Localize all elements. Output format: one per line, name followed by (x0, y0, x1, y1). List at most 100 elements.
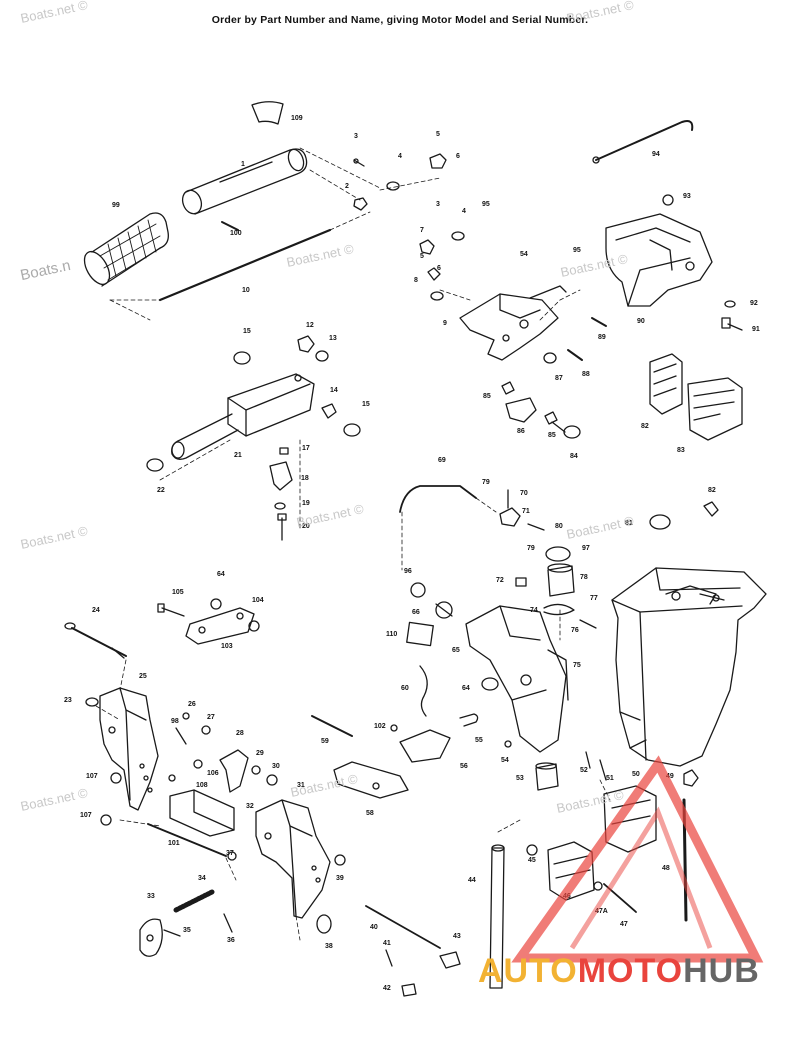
callout-87: 87 (555, 375, 563, 382)
ring-102-part (390, 724, 398, 732)
bracket-9-part (459, 285, 567, 361)
callout-102: 102 (374, 723, 386, 730)
callout-12: 12 (306, 322, 314, 329)
callout-82: 82 (708, 487, 716, 494)
pad-33-part (139, 918, 163, 957)
disc-84-part (551, 421, 581, 439)
nut-49-part (683, 769, 699, 787)
callout-32: 32 (246, 803, 254, 810)
callout-45: 45 (528, 857, 536, 864)
pin-89-part (591, 317, 607, 327)
washer-64b-part (481, 677, 499, 691)
callout-2: 2 (345, 183, 349, 190)
pin-100-part (221, 221, 239, 231)
ring-22-part (146, 458, 164, 472)
callout-36: 36 (227, 937, 235, 944)
callout-33: 33 (147, 893, 155, 900)
callout-50: 50 (632, 771, 640, 778)
callout-56: 56 (460, 763, 468, 770)
washer-15b-part (343, 423, 361, 437)
callout-35: 35 (183, 927, 191, 934)
callout-91: 91 (752, 326, 760, 333)
callout-82: 82 (641, 423, 649, 430)
callout-4: 4 (462, 208, 466, 215)
callout-98: 98 (171, 718, 179, 725)
callout-104: 104 (252, 597, 264, 604)
callout-13: 13 (329, 335, 337, 342)
callout-4: 4 (398, 153, 402, 160)
washer-4-part (386, 181, 400, 191)
callout-22: 22 (157, 487, 165, 494)
nut-2-part (353, 197, 368, 211)
washer-19-part (274, 502, 286, 510)
nut-107b-part (100, 814, 112, 826)
callout-7: 7 (420, 227, 424, 234)
washer-29-part (251, 765, 261, 775)
ring-81-part (649, 514, 671, 530)
throttle-shaft-part (158, 228, 332, 302)
tube-44-part (489, 844, 505, 989)
callout-3: 3 (354, 133, 358, 140)
nut-30-part (266, 774, 278, 786)
bolt-91-part (721, 317, 743, 331)
bolt-20-part (277, 513, 287, 541)
nut-107-part (110, 772, 122, 784)
nut-106-part (193, 759, 203, 769)
nut-85-part (501, 381, 515, 395)
washer-96-part (410, 582, 426, 598)
washer-26-part (182, 712, 190, 720)
clamp-86-part (505, 397, 537, 423)
callout-55: 55 (475, 737, 483, 744)
page-header: Order by Part Number and Name, giving Mo… (211, 14, 589, 26)
callout-3: 3 (436, 201, 440, 208)
clip-74-part (543, 603, 575, 616)
sleeve-78-part (547, 563, 575, 597)
callout-83: 83 (677, 447, 685, 454)
link-58-part (333, 761, 409, 799)
callout-79: 79 (527, 545, 535, 552)
clip-42-part (401, 983, 417, 997)
bushing-87-part (543, 352, 557, 364)
callout-40: 40 (370, 924, 378, 931)
callout-65: 65 (452, 647, 460, 654)
callout-84: 84 (570, 453, 578, 460)
swivel-bracket-90-part (605, 213, 713, 307)
callout-54: 54 (520, 251, 528, 258)
washer-27-part (201, 725, 211, 735)
steering-handle-tube-part (181, 148, 308, 215)
nut-92-part (724, 300, 736, 308)
washer-72-part (515, 577, 527, 587)
callout-58: 58 (366, 810, 374, 817)
callout-9: 9 (443, 320, 447, 327)
shift-rod-69-part (399, 485, 477, 513)
lower-housing-77-part (611, 567, 767, 767)
callout-1: 1 (241, 161, 245, 168)
callout-107: 107 (80, 812, 92, 819)
bracket-18-part (269, 461, 293, 491)
callout-101: 101 (168, 840, 180, 847)
callout-71: 71 (522, 508, 530, 515)
callout-5: 5 (436, 131, 440, 138)
callout-20: 20 (302, 523, 310, 530)
callout-108: 108 (196, 782, 208, 789)
callout-64: 64 (462, 685, 470, 692)
brand-part-1: AUTO (478, 952, 578, 990)
decal-110-part (406, 621, 434, 647)
callout-97: 97 (582, 545, 590, 552)
clamp-bracket-31-part (255, 799, 331, 919)
rod-40-part (365, 905, 441, 949)
washer-37-part (227, 851, 237, 861)
callout-59: 59 (321, 738, 329, 745)
pin-52-part (585, 751, 591, 769)
callout-105: 105 (172, 589, 184, 596)
callout-100: 100 (230, 230, 242, 237)
screw-35-part (163, 929, 181, 937)
bolt-76-part (579, 619, 597, 629)
callout-47A: 47A (595, 908, 608, 915)
callout-6: 6 (437, 265, 441, 272)
callout-81: 81 (625, 520, 633, 527)
callout-80: 80 (555, 523, 563, 530)
automotohub-logo-text: AUTOMOTOHUB (478, 952, 760, 991)
washer-8-part (430, 291, 444, 301)
callout-106: 106 (207, 770, 219, 777)
